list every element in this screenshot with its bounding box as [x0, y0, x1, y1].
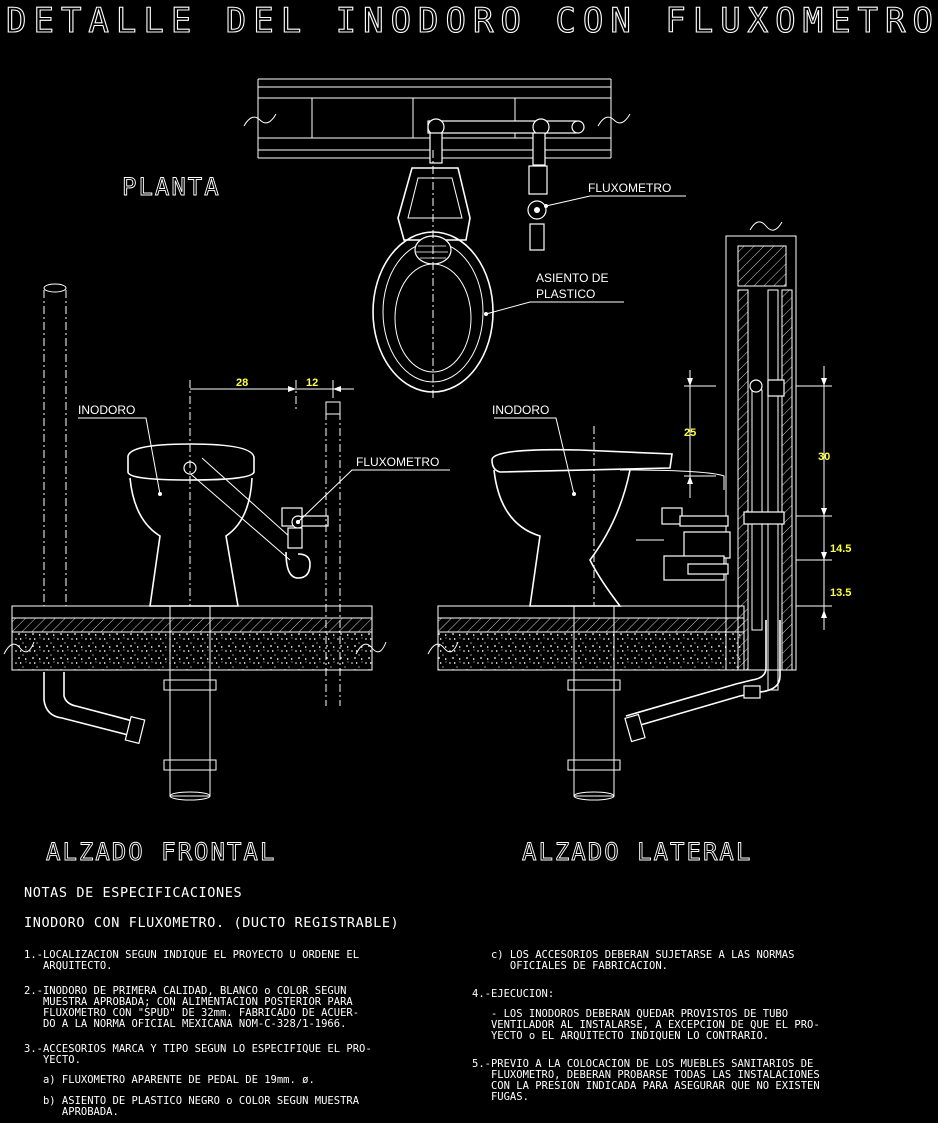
dim-lateral-25: 25 — [684, 427, 696, 439]
notes-right-column: c) LOS ACCESORIOS DEBERAN SUJETARSE A LA… — [472, 950, 820, 1103]
notes-subheading-block: INODORO CON FLUXOMETRO. (DUCTO REGISTRAB… — [24, 915, 400, 931]
note-line: a) FLUXOMETRO APARENTE DE PEDAL DE 19mm.… — [24, 1074, 315, 1086]
dim-lateral-13-5: 13.5 — [830, 587, 851, 599]
note-line: OFICIALES DE FABRICACION. — [472, 960, 668, 972]
note-line: 1.-LOCALIZACION SEGUN INDIQUE EL PROYECT… — [24, 949, 360, 961]
note-paragraph: 5.-PREVIO A LA COLOCACION DE LOS MUEBLES… — [472, 1059, 820, 1103]
inodoro-label-lateral: INODORO — [492, 403, 549, 417]
note-paragraph: a) FLUXOMETRO APARENTE DE PEDAL DE 19mm.… — [24, 1075, 372, 1086]
note-line: DO A LA NORMA OFICIAL MEXICANA NOM-C-328… — [24, 1018, 347, 1030]
alzado-lateral-view: 25 30 14.5 13.5 INODORO ALZADO LATERAL — [427, 221, 851, 866]
note-line: CON LA PRESION INDICADA PARA ASEGURAR QU… — [472, 1080, 820, 1092]
note-paragraph: 1.-LOCALIZACION SEGUN INDIQUE EL PROYECT… — [24, 950, 372, 972]
alzado-frontal-label: ALZADO FRONTAL — [46, 838, 276, 866]
note-line: c) LOS ACCESORIOS DEBERAN SUJETARSE A LA… — [472, 949, 795, 961]
drawing-title: DETALLE DEL INODORO CON FLUXOMETRO — [6, 1, 938, 41]
alzado-lateral-label: ALZADO LATERAL — [522, 838, 752, 866]
fluxometro-label-frontal: FLUXOMETRO — [356, 455, 439, 469]
note-line: MUESTRA APROBADA; CON ALIMENTACION POSTE… — [24, 996, 353, 1008]
inodoro-label-frontal: INODORO — [78, 403, 135, 417]
note-paragraph: - LOS INODOROS DEBERAN QUEDAR PROVISTOS … — [472, 1009, 820, 1042]
note-line: ARQUITECTO. — [24, 960, 113, 972]
notes-heading: NOTAS DE ESPECIFICACIONES — [24, 885, 243, 901]
notes-block: NOTAS DE ESPECIFICACIONES — [24, 885, 243, 901]
note-line: 3.-ACCESORIOS MARCA Y TIPO SEGUN LO ESPE… — [24, 1043, 372, 1055]
dim-frontal-12: 12 — [306, 377, 318, 389]
note-line: FUGAS. — [472, 1091, 529, 1103]
asiento-label-line2: PLASTICO — [536, 287, 595, 301]
note-line: FLUXOMETRO CON "SPUD" DE 32mm. FABRICADO… — [24, 1007, 360, 1019]
note-paragraph: b) ASIENTO DE PLASTICO NEGRO o COLOR SEG… — [24, 1096, 372, 1118]
note-line: 4.-EJECUCION: — [472, 988, 555, 1000]
note-paragraph: 2.-INODORO DE PRIMERA CALIDAD, BLANCO o … — [24, 986, 372, 1030]
planta-view: PLANTA FLUXOMETRO ASIENTO DE PLASTICO — [122, 78, 686, 400]
note-line: 2.-INODORO DE PRIMERA CALIDAD, BLANCO o … — [24, 985, 347, 997]
note-line: FLUXOMETRO, DEBERAN PROBARSE TODAS LAS I… — [472, 1069, 820, 1081]
note-line: APROBADA. — [24, 1106, 119, 1118]
note-line: VENTILADOR AL INSTALARSE, A EXCEPCION DE… — [472, 1019, 820, 1031]
planta-label: PLANTA — [122, 173, 221, 201]
note-line: b) ASIENTO DE PLASTICO NEGRO o COLOR SEG… — [24, 1095, 360, 1107]
note-line: YECTO. — [24, 1054, 81, 1066]
asiento-label-line1: ASIENTO DE — [536, 271, 608, 285]
notes-left-column: 1.-LOCALIZACION SEGUN INDIQUE EL PROYECT… — [24, 950, 372, 1118]
notes-subheading: INODORO CON FLUXOMETRO. (DUCTO REGISTRAB… — [24, 915, 400, 931]
note-line: - LOS INODOROS DEBERAN QUEDAR PROVISTOS … — [472, 1008, 789, 1020]
note-line: 5.-PREVIO A LA COLOCACION DE LOS MUEBLES… — [472, 1058, 814, 1070]
dim-frontal-28: 28 — [236, 377, 248, 389]
note-paragraph: 4.-EJECUCION: — [472, 989, 820, 1000]
note-paragraph: c) LOS ACCESORIOS DEBERAN SUJETARSE A LA… — [472, 950, 820, 972]
dim-lateral-14-5: 14.5 — [830, 543, 851, 555]
dim-lateral-30: 30 — [818, 451, 830, 463]
alzado-frontal-view: 28 12 INODORO FLUXOMETRO ALZADO FRONTAL — [3, 283, 450, 866]
note-paragraph: 3.-ACCESORIOS MARCA Y TIPO SEGUN LO ESPE… — [24, 1044, 372, 1066]
fluxometro-label-planta: FLUXOMETRO — [588, 181, 671, 195]
note-line: YECTO o EL ARQUITECTO INDIQUEN LO CONTRA… — [472, 1030, 770, 1042]
